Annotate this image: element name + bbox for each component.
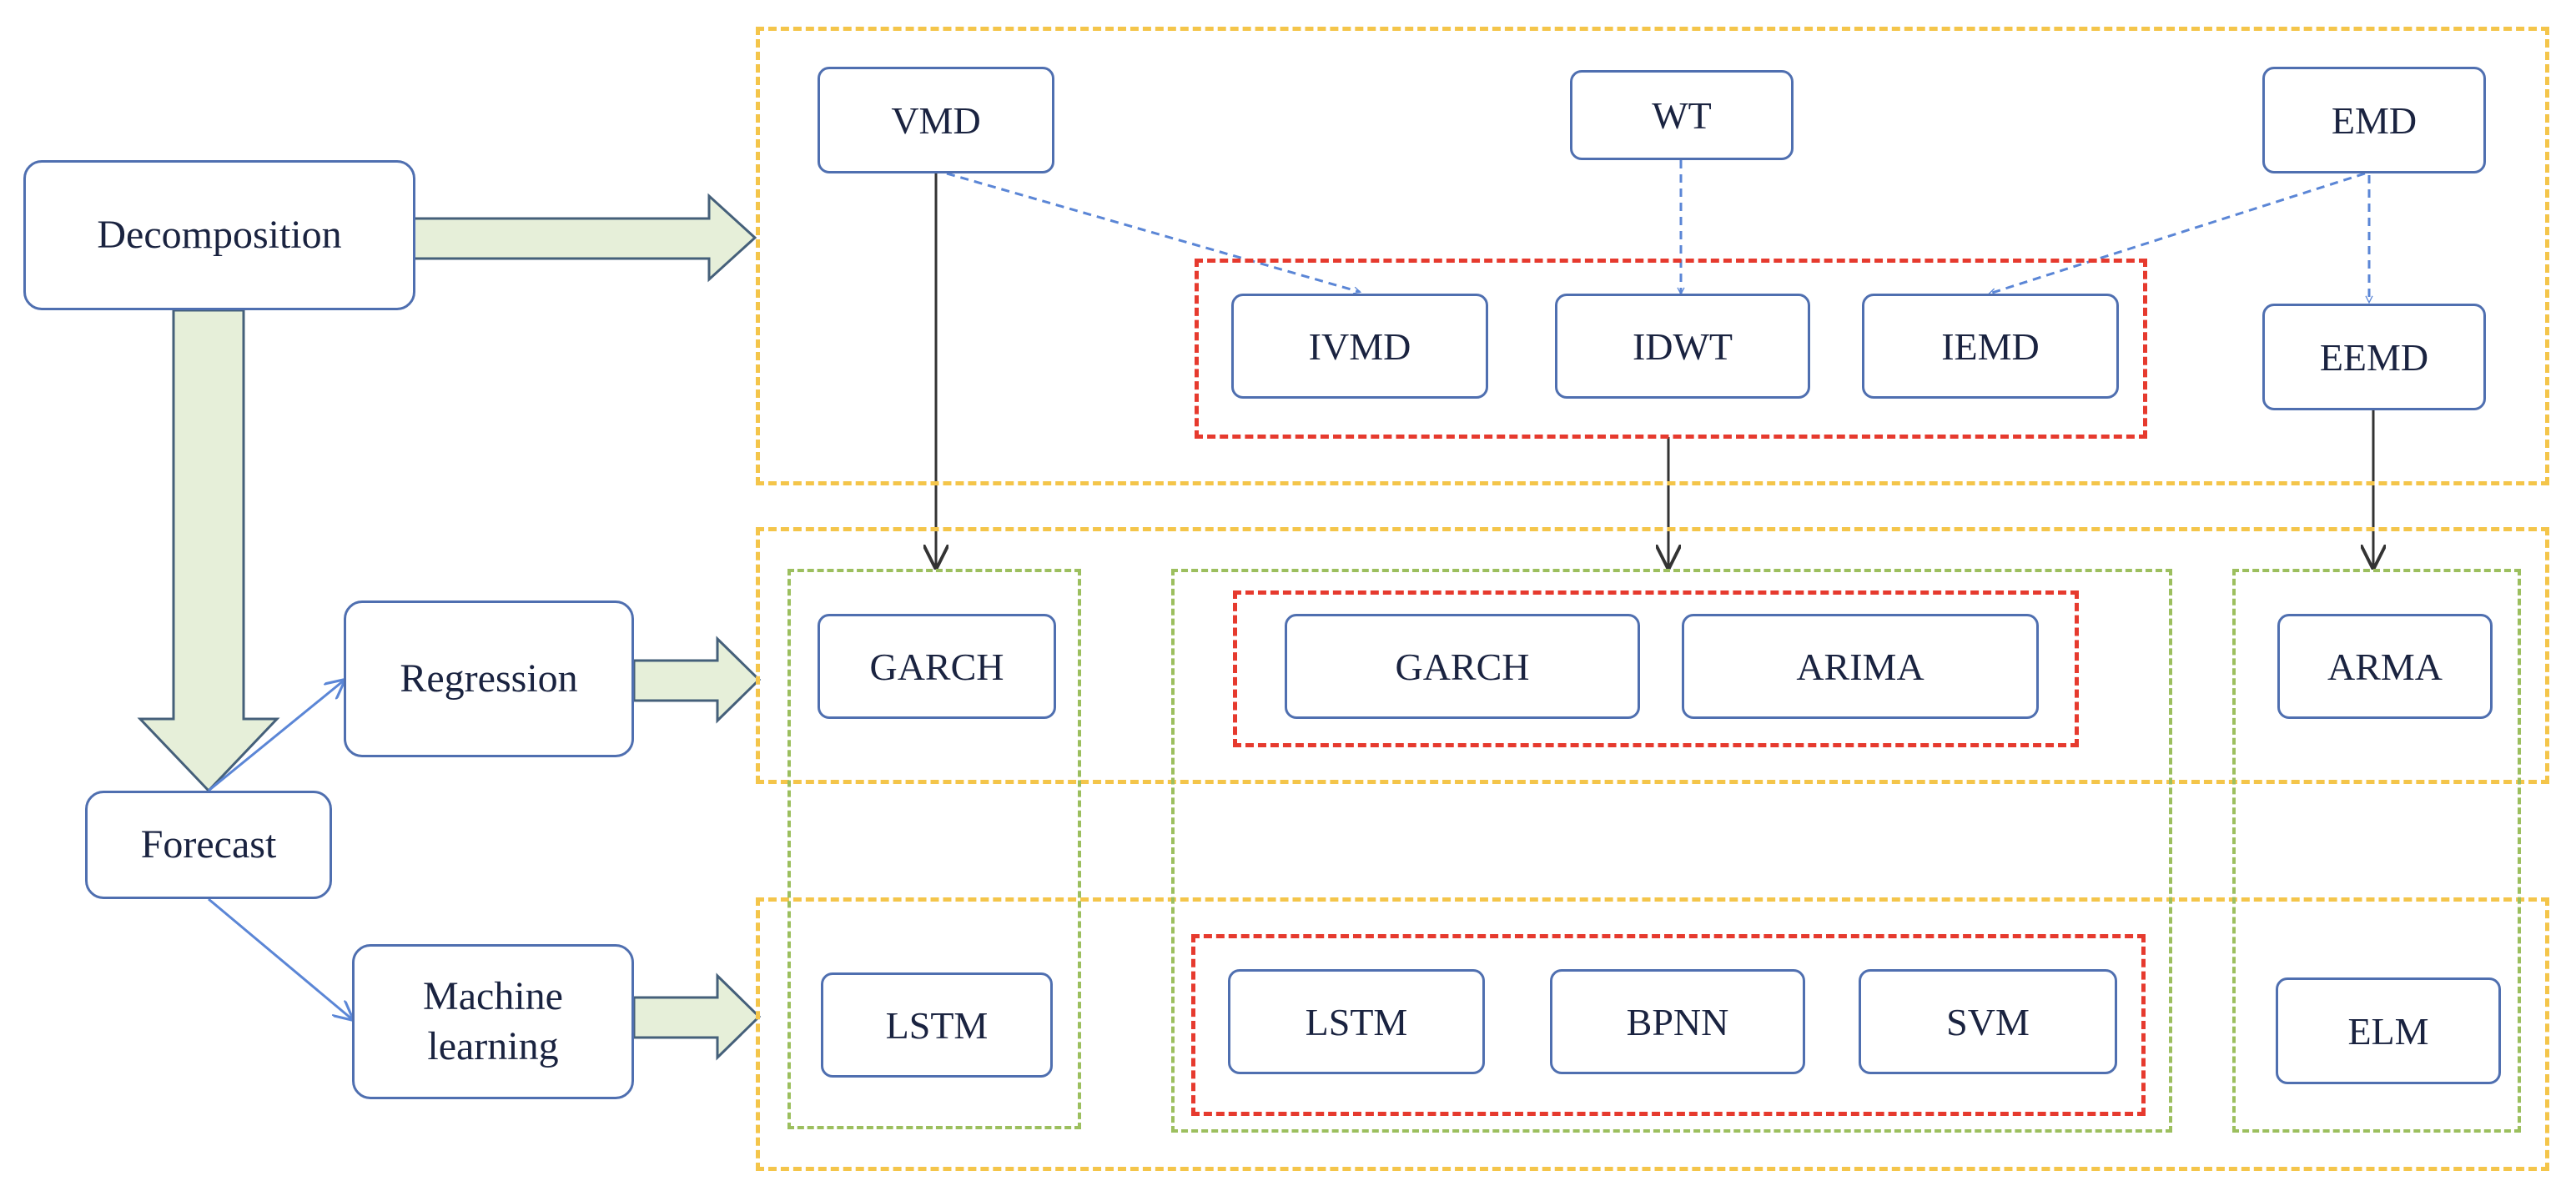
arma-label: ARMA [2327,645,2443,688]
decomposition-box: Decomposition [23,160,415,310]
arma-box: ARMA [2277,614,2493,719]
forecast-label: Forecast [140,822,277,867]
wt-box: WT [1570,70,1794,160]
forecast-to-machine-learning-arrow [208,897,352,1019]
regression-label: Regression [400,656,578,701]
svm-label: SVM [1946,1000,2030,1043]
elm-label: ELM [2347,1009,2429,1053]
regression-section-frame [756,527,2549,784]
decomposition-to-forecast-block-arrow [137,309,280,793]
wt-label: WT [1652,93,1712,137]
svm-box: SVM [1859,969,2117,1074]
arima-label: ARIMA [1796,645,1924,688]
ivmd-box: IVMD [1231,294,1488,399]
vmd-to-ivmd-arrow [946,172,1362,294]
forecast-to-regression-arrow [208,681,344,792]
bpnn-label: BPNN [1626,1000,1729,1043]
middle-model-column-frame [1171,569,2172,1133]
regression-block-arrow [632,636,762,724]
garch-box-left: GARCH [818,614,1056,719]
garch-box-middle: GARCH [1285,614,1640,719]
ivmd-label: IVMD [1308,324,1411,368]
machine-learning-section-frame [756,897,2549,1171]
arima-box: ARIMA [1682,614,2039,719]
hybrid-regression-group-frame [1233,590,2079,747]
machine-learning-label-line2: learning [427,1024,559,1068]
emd-label: EMD [2331,98,2418,142]
elm-box: ELM [2276,977,2501,1084]
bpnn-box: BPNN [1550,969,1805,1074]
decomposition-block-arrow [412,193,757,283]
improved-decomposition-group-frame [1195,259,2147,439]
iemd-box: IEMD [1862,294,2119,399]
iemd-label: IEMD [1941,324,2040,368]
decomposition-label: Decomposition [97,213,342,257]
lstm-box-left: LSTM [821,972,1053,1078]
eemd-label: EEMD [2319,335,2429,379]
vmd-box: VMD [818,67,1054,173]
hybrid-ml-group-frame [1191,934,2146,1116]
idwt-label: IDWT [1632,324,1733,368]
idwt-box: IDWT [1555,294,1810,399]
emd-to-iemd-arrow [1987,172,2366,296]
right-model-column-frame [2232,569,2521,1133]
machine-learning-label-line1: Machine [423,974,563,1018]
machine-learning-block-arrow [632,972,762,1061]
machine-learning-box: Machine learning [352,944,634,1099]
lstm-box-middle: LSTM [1228,969,1485,1074]
emd-box: EMD [2262,67,2486,173]
left-model-column-frame [787,569,1081,1129]
regression-box: Regression [344,600,634,757]
eemd-box: EEMD [2262,304,2486,410]
vmd-label: VMD [891,98,981,142]
lstm-middle-label: LSTM [1305,1000,1408,1043]
decomposition-section-frame [756,27,2549,485]
garch-middle-label: GARCH [1395,645,1530,688]
garch-left-label: GARCH [869,645,1004,688]
forecast-box: Forecast [85,791,332,899]
lstm-left-label: LSTM [885,1003,989,1047]
